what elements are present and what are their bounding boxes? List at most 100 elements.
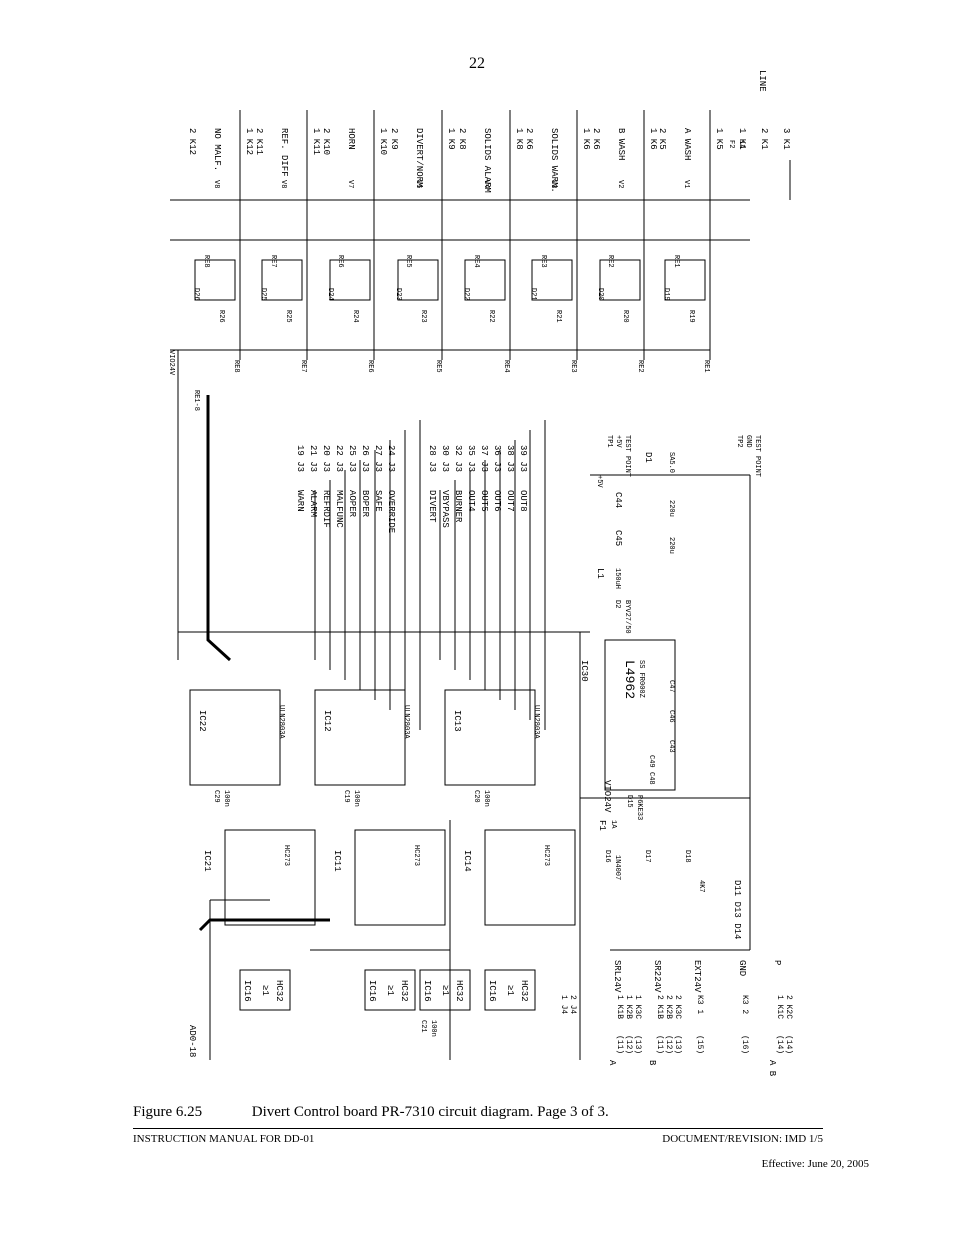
- ic-label: IC21: [202, 850, 212, 872]
- signal-name: OUT5: [479, 490, 489, 512]
- supply-net-label: SR224V: [652, 960, 662, 993]
- supply-pin-label: (14): [784, 1035, 793, 1054]
- relay-res-ref: R22: [487, 310, 495, 323]
- relay-led-ref: D22: [462, 288, 470, 301]
- gate-part: HC32: [454, 980, 464, 1002]
- relay-bus-label: RE1-8: [192, 390, 200, 411]
- plus5v-label: +5V: [595, 475, 603, 488]
- varistor-ref: V7: [346, 180, 354, 188]
- supply-pin-label: (11): [655, 1035, 664, 1054]
- supply-conn-label: 2 K3C: [673, 995, 682, 1019]
- supply-conn-label: 1 K1C: [775, 995, 784, 1019]
- relay-res-ref: R26: [217, 310, 225, 323]
- relay-conn-label: 2 K11: [254, 128, 264, 155]
- c45-value: 220u: [667, 537, 675, 554]
- j3-conn-label: 22 J3: [334, 445, 344, 472]
- signal-name: OUT8: [518, 490, 528, 512]
- relay-conn2-label: 1 K12: [244, 128, 254, 155]
- tp1-label: TP1: [605, 435, 613, 448]
- supply-pin-label: (14): [775, 1035, 784, 1054]
- input-diode-label: D16: [603, 850, 611, 863]
- signal-name: MALFUNC: [334, 490, 344, 528]
- gate-part: HC32: [519, 980, 529, 1002]
- l1-label: L1: [595, 568, 605, 579]
- relay-function-label: SOLIDS WARN.: [549, 128, 559, 193]
- gate-symbol: ≥1: [440, 985, 450, 996]
- relay-function-label: NO MALF.: [212, 128, 222, 171]
- j3-conn-label: 36 J3: [492, 445, 502, 472]
- gate-symbol: ≥1: [505, 985, 515, 996]
- c49-label: C49: [647, 755, 655, 768]
- c45-label: C45: [613, 530, 623, 546]
- vio-conn-label: 1 J4: [559, 995, 568, 1014]
- relay-bus-tap: RE6: [366, 360, 374, 373]
- line-conn-label: 2 K1: [759, 128, 769, 150]
- decoupling-cap-value: 100n: [352, 790, 360, 807]
- relay-ref: RE3: [539, 255, 547, 268]
- relay-ref: RE7: [269, 255, 277, 268]
- tp1-desc: TEST POINT: [623, 435, 631, 477]
- relay-conn2-label: 1 K5: [714, 128, 724, 150]
- supply-net-label: P: [772, 960, 782, 965]
- j3-conn-label: 24 J3: [386, 445, 396, 472]
- led-labels: D11 D13 D14: [732, 880, 742, 939]
- relay-led-ref: D21: [529, 288, 537, 301]
- figure-title: Divert Control board PR-7310 circuit dia…: [251, 1104, 609, 1120]
- relay-res-ref: R24: [351, 310, 359, 323]
- relay-res-ref: R19: [687, 310, 695, 323]
- relay-bus-tap: RE7: [299, 360, 307, 373]
- relay-bus-tap: RE4: [502, 360, 510, 373]
- decoupling-cap-label: C20: [472, 790, 480, 803]
- vio24v-power-label: VIO24V: [602, 780, 612, 813]
- varistor-ref: V8: [279, 180, 287, 188]
- signal-name: BOPER: [360, 490, 370, 518]
- relay-bus-tap: RE8: [232, 360, 240, 373]
- decoupling-cap-value: 100n: [222, 790, 230, 807]
- relay-ref: RE1: [672, 255, 680, 268]
- tp2-desc: TEST POINT: [753, 435, 761, 477]
- varistor-ref: V3: [549, 180, 557, 188]
- relay-ref: RE2: [606, 255, 614, 268]
- varistor-ref: V1: [682, 180, 690, 188]
- ic30-subpart: SS FR000Z: [637, 660, 645, 698]
- gate-symbol: ≥1: [385, 985, 395, 996]
- relay-ref: RE6: [336, 255, 344, 268]
- supply-conn-label: 1 K3C: [633, 995, 642, 1019]
- relay-conn-label: 2 K10: [321, 128, 331, 155]
- line-conn-label: 1 K1: [737, 128, 747, 150]
- supply-conn-label: 1 K2B: [624, 995, 633, 1019]
- signal-name: OUT6: [492, 490, 502, 512]
- relay-conn-label: 2 K12: [187, 128, 197, 155]
- supply-pin-label: (13): [633, 1035, 642, 1054]
- ic-part: ULN2803A: [402, 705, 410, 739]
- relay-conn2-label: 1 K6: [581, 128, 591, 150]
- relay-conn-label: 2 K5: [657, 128, 667, 150]
- ic-part: ULN2803A: [532, 705, 540, 739]
- led-res-value: 4K7: [697, 880, 705, 893]
- ic-part: ULN2803A: [277, 705, 285, 739]
- relay-res-ref: R25: [284, 310, 292, 323]
- fuse-f2-label: F2: [727, 140, 735, 148]
- j3-conn-label: 28 J3: [427, 445, 437, 472]
- figure-caption: Figure 6.25 Divert Control board PR-7310…: [133, 1104, 609, 1121]
- d1-part: SA5.0: [667, 452, 675, 473]
- relay-function-label: A WASH: [682, 128, 692, 160]
- j3-conn-label: 19 J3: [295, 445, 305, 472]
- signal-name: SAFE: [373, 490, 383, 512]
- supply-net-label: SRL24V: [612, 960, 622, 993]
- footer-rule: [133, 1128, 823, 1129]
- decoupling-cap-value: 100n: [429, 1020, 437, 1037]
- supply-conn-label: 1 K1B: [615, 995, 624, 1019]
- varistor-ref: V5: [414, 180, 422, 188]
- ic-label: IC12: [322, 710, 332, 732]
- supply-net-label: EXT24V: [692, 960, 702, 993]
- supply-net-label: GND: [737, 960, 747, 976]
- gate-label: IC16: [487, 980, 497, 1002]
- decoupling-cap-label: C19: [342, 790, 350, 803]
- relay-bus-tap: RE2: [636, 360, 644, 373]
- page-number: 22: [469, 55, 485, 72]
- relay-led-ref: D20: [596, 288, 604, 301]
- relay-function-label: SOLIDS ALARM: [482, 128, 492, 193]
- supply-pin-label: (11): [615, 1035, 624, 1054]
- supply-pin-label: (12): [624, 1035, 633, 1054]
